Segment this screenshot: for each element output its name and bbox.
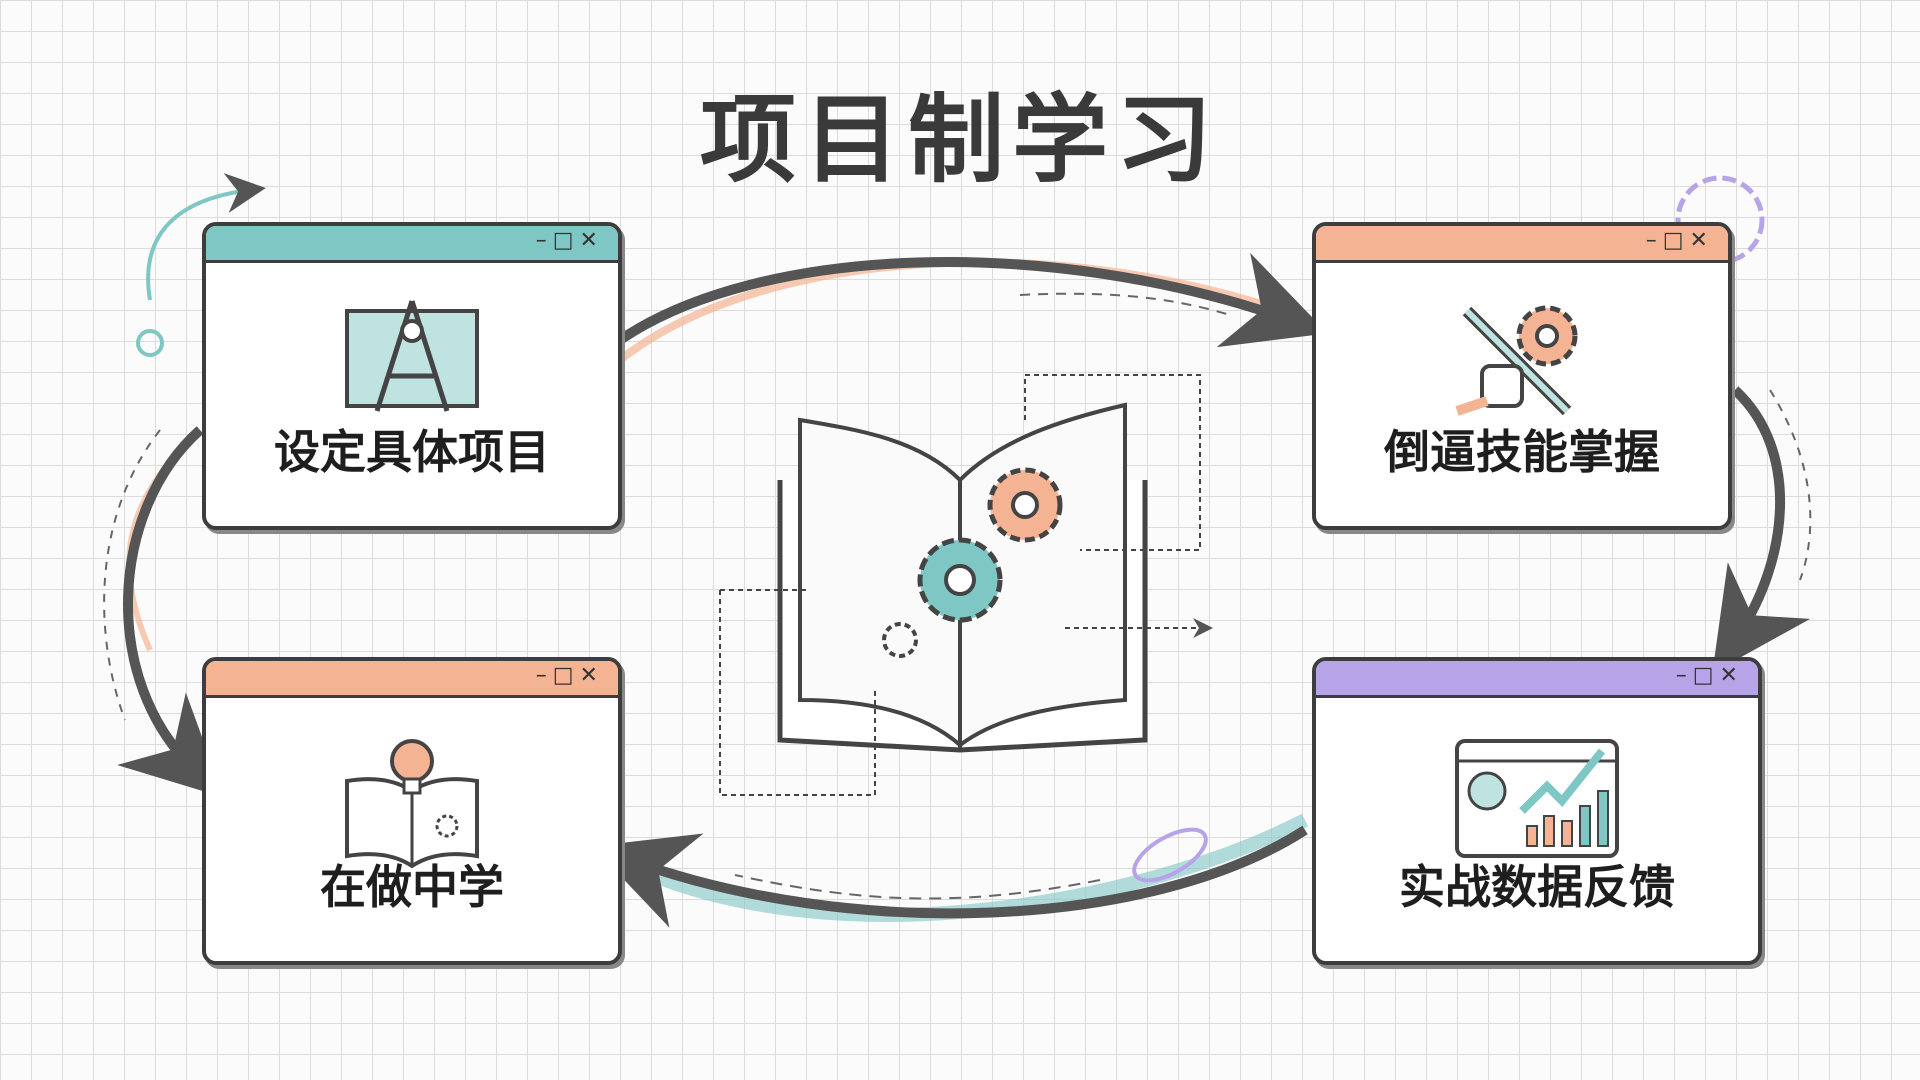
book-lightbulb-icon bbox=[345, 739, 479, 869]
window-controls[interactable]: –□✕ bbox=[1675, 663, 1744, 688]
open-book-gears-icon bbox=[719, 374, 1213, 796]
blueprint-compass-icon bbox=[345, 300, 479, 412]
step-label: 在做中学 bbox=[320, 860, 504, 914]
arrow-left bbox=[117, 426, 225, 798]
window-titlebar: –□✕ bbox=[206, 661, 618, 698]
analytics-dashboard-icon bbox=[1455, 739, 1619, 858]
arrow-top bbox=[617, 258, 1297, 364]
arrow-top-main bbox=[617, 252, 1328, 348]
arrow-bottom bbox=[592, 825, 1308, 928]
window-titlebar: –□✕ bbox=[1316, 226, 1728, 263]
window-controls[interactable]: –□✕ bbox=[535, 228, 604, 253]
step-window-skill-mastery: –□✕ 倒逼技能掌握 bbox=[1312, 222, 1732, 530]
wrench-gear-hand-icon bbox=[1455, 305, 1578, 416]
step-window-define-project: –□✕ 设定具体项目 bbox=[202, 222, 622, 530]
window-controls[interactable]: –□✕ bbox=[1645, 228, 1714, 253]
window-titlebar: –□✕ bbox=[1316, 661, 1758, 698]
step-label: 实战数据反馈 bbox=[1399, 860, 1675, 914]
step-label: 倒逼技能掌握 bbox=[1384, 425, 1660, 479]
window-titlebar: –□✕ bbox=[206, 226, 618, 263]
diagram-title: 项目制学习 bbox=[700, 84, 1220, 196]
step-label: 设定具体项目 bbox=[274, 425, 550, 479]
window-controls[interactable]: –□✕ bbox=[535, 663, 604, 688]
step-window-learn-by-doing: –□✕ 在做中学 bbox=[202, 657, 622, 965]
arrow-right bbox=[1712, 386, 1811, 673]
step-window-data-feedback: –□✕ 实战数据反馈 bbox=[1312, 657, 1762, 965]
